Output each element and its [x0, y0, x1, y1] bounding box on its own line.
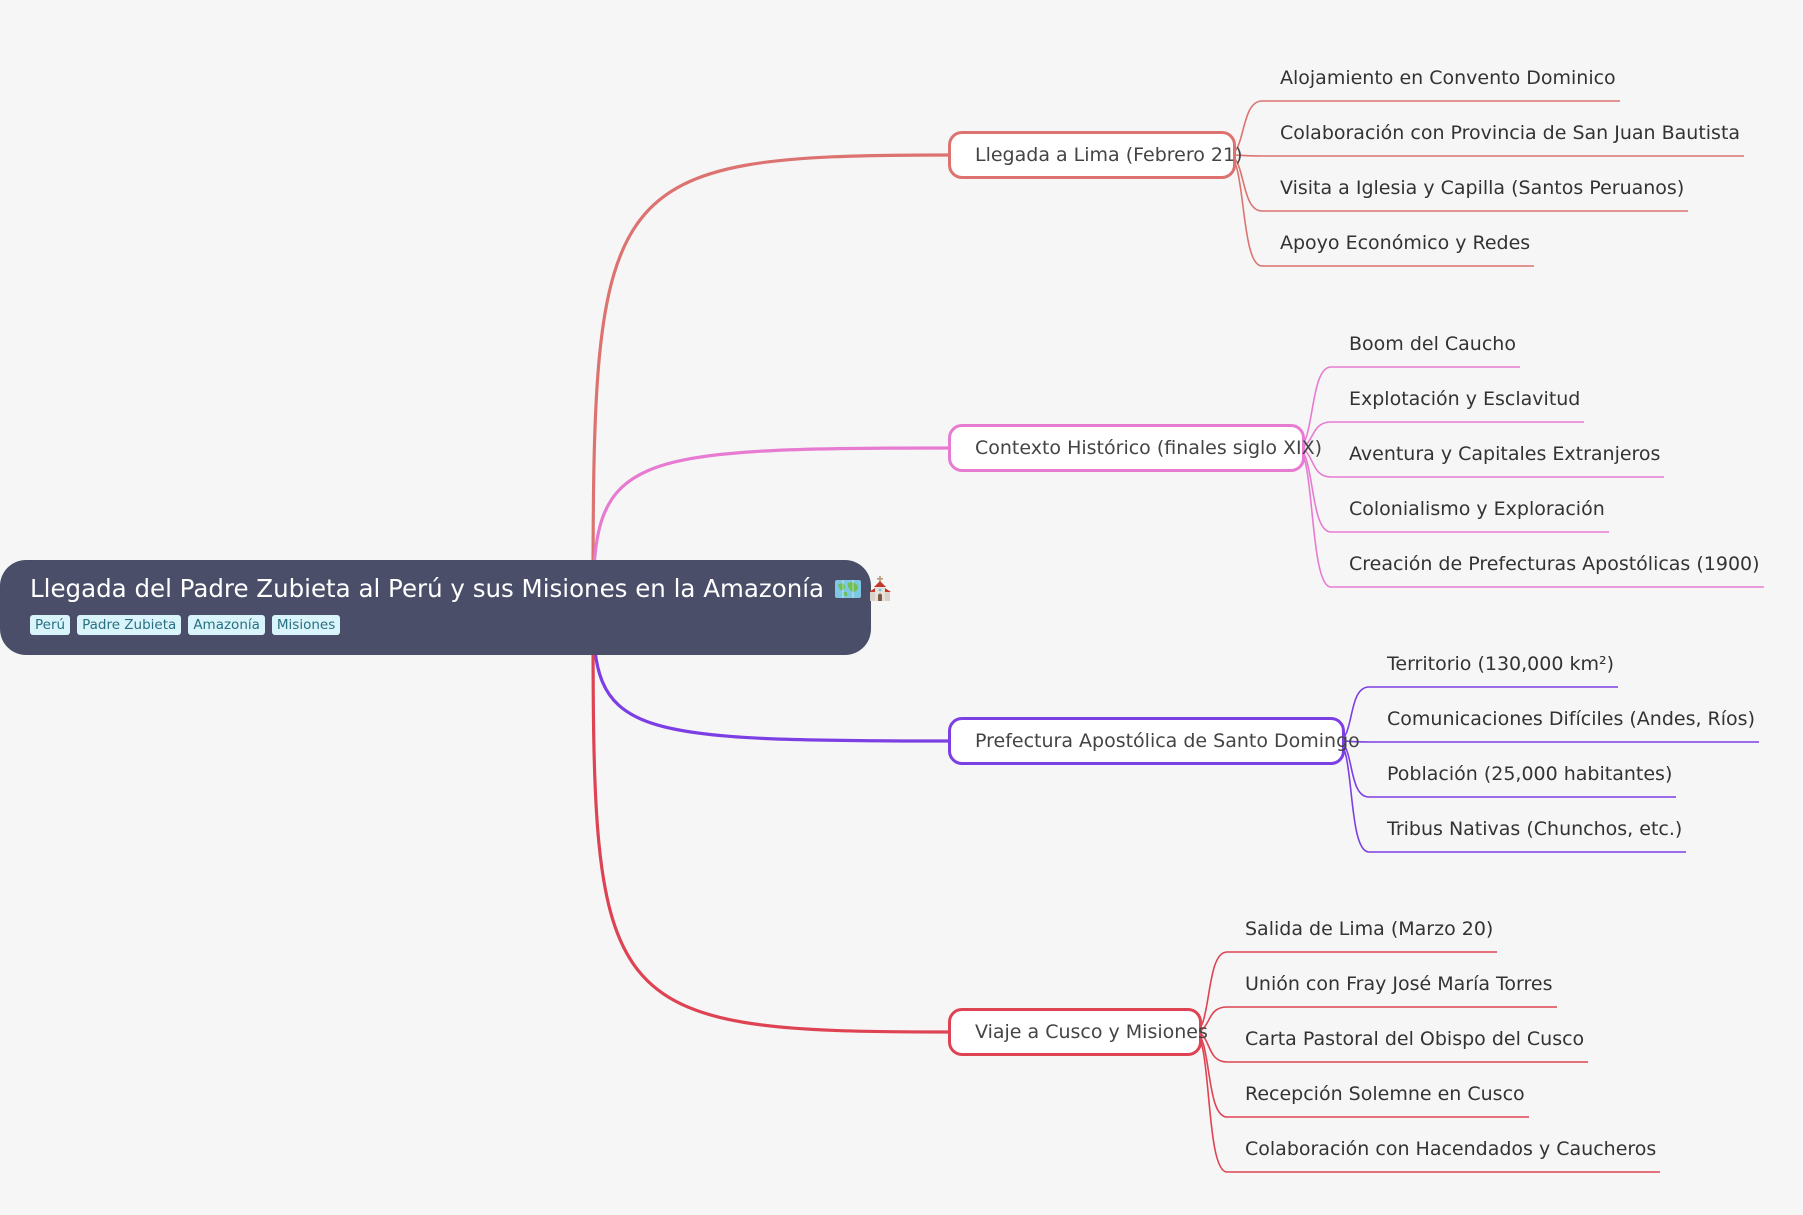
tag-list: Perú Padre Zubieta Amazonía Misiones [30, 615, 871, 635]
branch-connector [591, 153, 949, 608]
tag-misiones[interactable]: Misiones [271, 615, 341, 635]
branch-label: Prefectura Apostólica de Santo Domingo [975, 730, 1360, 752]
church-icon [869, 575, 892, 601]
leaf-node[interactable]: Colaboración con Provincia de San Juan B… [1280, 122, 1741, 144]
leaf-node[interactable]: Creación de Prefecturas Apostólicas (190… [1349, 553, 1760, 575]
leaf-node[interactable]: Salida de Lima (Marzo 20) [1245, 918, 1494, 940]
branch-label: Viaje a Cusco y Misiones [975, 1021, 1208, 1043]
leaf-node[interactable]: Alojamiento en Convento Dominico [1280, 67, 1616, 89]
branch-node-viaje-a-cusco[interactable]: Viaje a Cusco y Misiones [948, 1008, 1208, 1056]
leaf-node[interactable]: Población (25,000 habitantes) [1387, 763, 1673, 785]
tag-amazonia[interactable]: Amazonía [188, 615, 265, 635]
branch-connector [591, 606, 949, 1034]
leaf-node[interactable]: Aventura y Capitales Extranjeros [1349, 443, 1661, 465]
leaf-node[interactable]: Visita a Iglesia y Capilla (Santos Perua… [1280, 177, 1685, 199]
root-title-row: Llegada del Padre Zubieta al Perú y sus … [30, 574, 892, 603]
leaf-connector [1227, 154, 1744, 157]
leaf-connector [1336, 740, 1759, 743]
leaf-node[interactable]: Apoyo Económico y Redes [1280, 232, 1531, 254]
branch-label: Llegada a Lima (Febrero 21) [975, 144, 1243, 166]
leaf-node[interactable]: Explotación y Esclavitud [1349, 388, 1581, 410]
branch-node-contexto-historico[interactable]: Contexto Histórico (finales siglo XIX) [948, 424, 1322, 472]
branch-node-prefectura-apostolica[interactable]: Prefectura Apostólica de Santo Domingo [948, 717, 1360, 765]
branch-connector [591, 446, 949, 608]
leaf-node[interactable]: Carta Pastoral del Obispo del Cusco [1245, 1028, 1585, 1050]
tag-peru[interactable]: Perú [30, 615, 71, 635]
root-emoji-group [834, 575, 892, 602]
leaf-node[interactable]: Territorio (130,000 km²) [1387, 653, 1615, 675]
leaf-node[interactable]: Boom del Caucho [1349, 333, 1516, 355]
root-node[interactable]: Llegada del Padre Zubieta al Perú y sus … [0, 560, 892, 655]
tag-padre-zubieta[interactable]: Padre Zubieta [77, 615, 182, 635]
leaf-node[interactable]: Colonialismo y Exploración [1349, 498, 1605, 520]
world-map-icon [835, 579, 862, 598]
leaf-node[interactable]: Unión con Fray José María Torres [1245, 973, 1553, 995]
root-title: Llegada del Padre Zubieta al Perú y sus … [30, 574, 825, 603]
branch-label: Contexto Histórico (finales siglo XIX) [975, 437, 1323, 459]
branch-node-llegada-a-lima[interactable]: Llegada a Lima (Febrero 21) [948, 131, 1243, 179]
leaf-node[interactable]: Tribus Nativas (Chunchos, etc.) [1387, 818, 1683, 840]
leaf-node[interactable]: Recepción Solemne en Cusco [1245, 1083, 1525, 1105]
leaf-node[interactable]: Colaboración con Hacendados y Caucheros [1245, 1138, 1657, 1160]
leaf-node[interactable]: Comunicaciones Difíciles (Andes, Ríos) [1387, 708, 1755, 730]
